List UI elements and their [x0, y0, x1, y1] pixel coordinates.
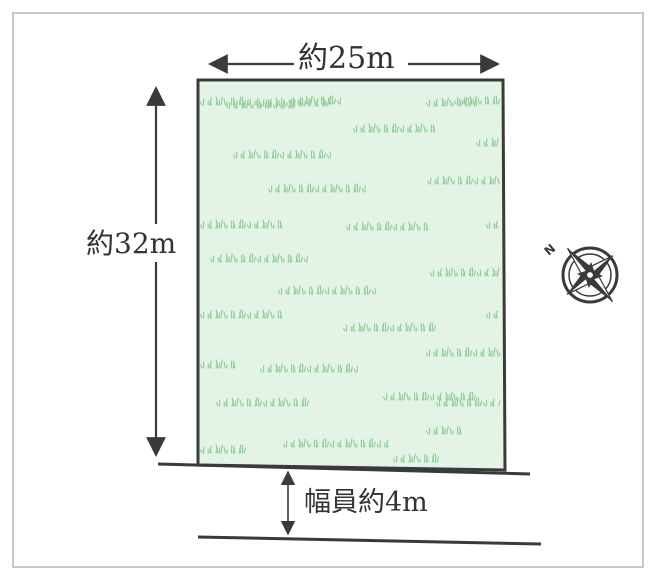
grass-texture [200, 95, 501, 463]
road-edge-bottom [197, 535, 542, 546]
width-dimension-label: 約25m [294, 44, 399, 74]
height-dimension-label: 約32m [86, 227, 177, 260]
compass-rose-icon: N [542, 241, 619, 304]
road-width-label: 幅員約4m [304, 487, 428, 518]
lot-parcel [196, 78, 507, 472]
road-edge-top [157, 462, 531, 476]
